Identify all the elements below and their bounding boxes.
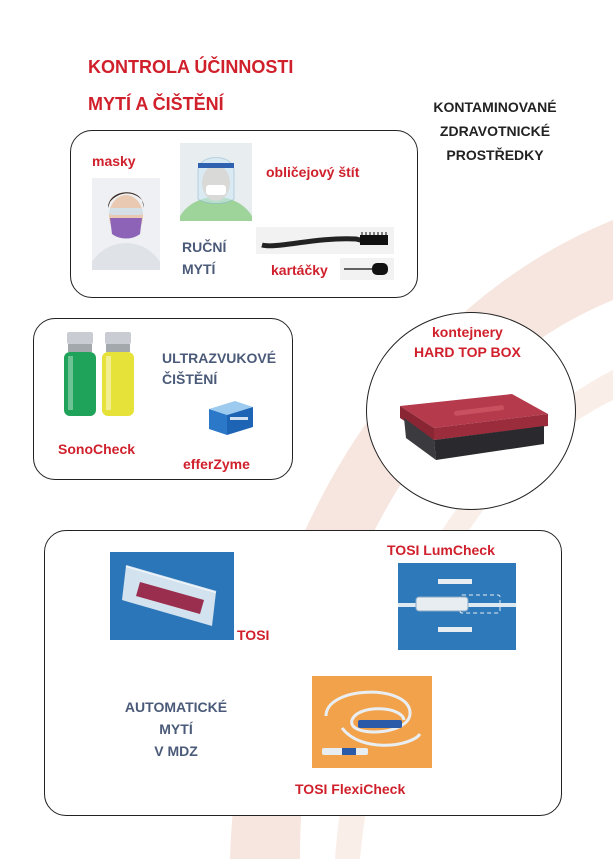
- lumcheck-illustration: [398, 563, 516, 650]
- hard-top-box-illustration: [394, 384, 552, 466]
- face-shield-label: obličejový štít: [266, 164, 360, 180]
- ultrasonic-label: ULTRAZVUKOVÉ ČIŠTĚNÍ: [162, 348, 276, 390]
- automatic-line1: AUTOMATICKÉ: [124, 699, 228, 715]
- efferzyme-photo: [205, 397, 255, 437]
- brush-photo-large: [256, 227, 394, 254]
- contaminated-line2: ZDRAVOTNICKÉ: [439, 123, 551, 139]
- containers-label-line1: kontejnery: [432, 324, 503, 340]
- lumcheck-label: TOSI LumCheck: [387, 542, 495, 558]
- face-shield-illustration: [180, 143, 252, 221]
- ultrasonic-line1: ULTRAZVUKOVÉ: [162, 350, 277, 366]
- contaminated-line1: KONTAMINOVANÉ: [433, 99, 557, 115]
- page-title-line1: KONTROLA ÚČINNOSTI: [88, 57, 294, 77]
- sonocheck-vials-illustration: [60, 330, 142, 420]
- contaminated-line3: PROSTŘEDKY: [446, 147, 544, 163]
- manual-line2: MYTÍ: [182, 261, 216, 277]
- brush-small-illustration: [340, 258, 394, 280]
- efferzyme-box-illustration: [205, 397, 255, 437]
- flexicheck-label: TOSI FlexiCheck: [295, 781, 406, 797]
- masks-label: masky: [92, 153, 136, 169]
- sonocheck-label: SonoCheck: [58, 441, 136, 457]
- tosi-label: TOSI: [237, 627, 270, 643]
- contaminated-heading: KONTAMINOVANÉ ZDRAVOTNICKÉ PROSTŘEDKY: [410, 95, 580, 167]
- manual-line1: RUČNÍ: [182, 239, 227, 255]
- automatic-line2: MYTÍ: [159, 721, 193, 737]
- flexicheck-photo: [312, 676, 432, 768]
- tosi-photo: [110, 552, 234, 640]
- face-shield-photo: [180, 143, 252, 221]
- automatic-line3: V MDZ: [154, 743, 198, 759]
- sonocheck-photo: [60, 330, 142, 420]
- containers-label-line2: HARD TOP BOX: [414, 344, 521, 360]
- lumcheck-photo: [398, 563, 516, 650]
- mask-photo: [92, 178, 160, 270]
- ultrasonic-line2: ČIŠTĚNÍ: [162, 371, 218, 387]
- tosi-indicator-illustration: [110, 552, 234, 640]
- brushes-label: kartáčky: [271, 262, 328, 278]
- flexicheck-illustration: [312, 676, 432, 768]
- efferzyme-label: efferZyme: [183, 456, 250, 472]
- brush-photo-small: [340, 258, 394, 280]
- brush-large-illustration: [256, 227, 394, 254]
- container-photo: [394, 384, 552, 466]
- mask-person-illustration: [92, 178, 160, 270]
- manual-washing-label: RUČNÍ MYTÍ: [182, 236, 226, 280]
- page-title-line2: MYTÍ A ČIŠTĚNÍ: [88, 94, 224, 114]
- automatic-washing-label: AUTOMATICKÉ MYTÍ V MDZ: [110, 696, 242, 762]
